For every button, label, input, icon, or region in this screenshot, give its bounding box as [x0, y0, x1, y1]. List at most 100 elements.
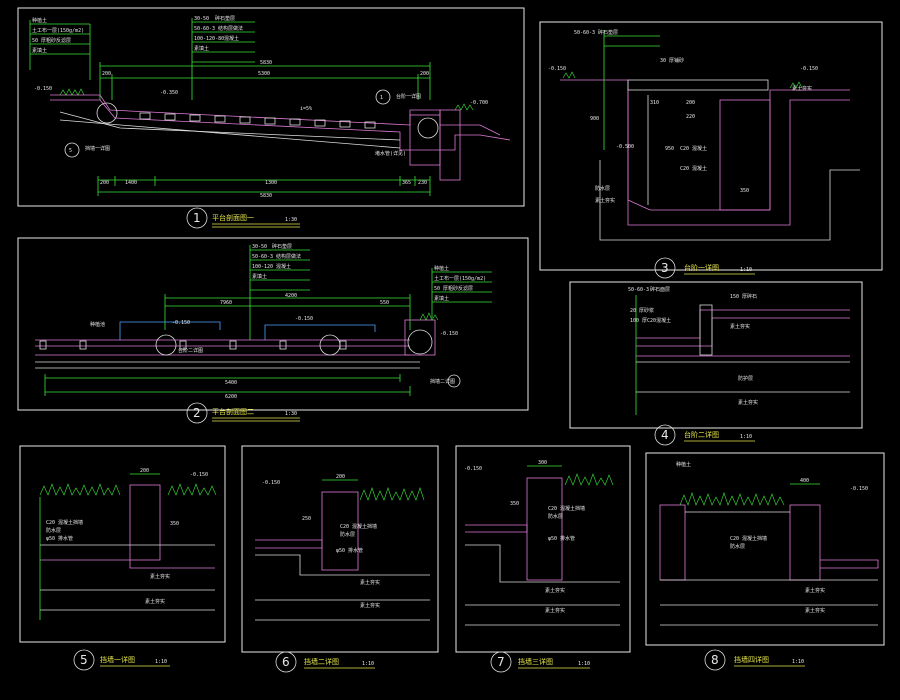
- p3-scale: 1:10: [740, 267, 752, 273]
- p2-marker-1: 挡墙二详图: [430, 378, 455, 385]
- p4-note-1: 碎石面层: [650, 286, 670, 293]
- p3-title-num: 3: [661, 261, 669, 275]
- p1-cnote-4: 100-120-80: [194, 36, 224, 42]
- p4-scale: 1:10: [740, 434, 752, 440]
- p1-bdim-0: 200: [100, 180, 109, 186]
- p1-cnote-2: 50-60-3: [194, 26, 215, 32]
- panel-3: 50-60-3 碎石垫层 30 厚铺砂 -0.150 -0.150 -0.500…: [539, 21, 883, 279]
- p3-elev-right: -0.150: [800, 66, 818, 72]
- p6-note-3: 素土夯实: [360, 579, 380, 586]
- p8-scale: 1:10: [792, 659, 804, 665]
- p8-note-2: 防水层: [730, 543, 745, 550]
- p4-note-4: 150 厚碎石: [730, 293, 757, 300]
- p8-elev: -0.150: [850, 486, 868, 492]
- p1-cnote-5: 混凝土: [224, 35, 239, 42]
- p4-title-num: 4: [661, 428, 669, 442]
- p7-dim-1: 350: [510, 501, 519, 507]
- p1-cnote-0: 30-50: [194, 16, 209, 22]
- p3-dim-2: 950: [665, 146, 674, 152]
- p2-cnote-1: 碎石垫层: [272, 243, 292, 250]
- p2-cnote-4: 100-120: [252, 264, 273, 270]
- p4-note-2: 20 厚砂浆: [630, 307, 654, 314]
- panel-2-section: 种植池 -0.150 -0.150 -0.150 台阶二详图 挡墙二详图: [35, 312, 461, 388]
- p8-note-3: 素土夯实: [805, 587, 825, 594]
- p1-cnote-3: 结构层做法: [218, 25, 243, 32]
- p1-dim-total: 5830: [260, 60, 272, 66]
- p1-bdim-3: 365: [402, 180, 411, 186]
- p1-cnote-6: 素填土: [194, 45, 209, 52]
- p7-note-4: 素土夯实: [545, 607, 565, 614]
- p7-elev: -0.150: [464, 466, 482, 472]
- p5-note-3: 素土夯实: [150, 573, 170, 580]
- panel-1: 种植土 土工布一层(150g/m2) 50 厚粗砂反滤层 素填土 30-50 碎…: [17, 7, 525, 229]
- p3-dim-4: 350: [740, 188, 749, 194]
- panel-2-dim-bottom: 5400 6200: [44, 374, 411, 400]
- p3-dim-5: 900: [590, 116, 599, 122]
- p5-note-4: 素土夯实: [145, 598, 165, 605]
- panel-6-frame: [241, 445, 439, 653]
- panel-4-section: [635, 295, 850, 415]
- p2-title: 平台剖面图二: [212, 407, 254, 416]
- p4-title: 台阶二详图: [684, 430, 719, 439]
- panel-3-title: 3 台阶一详图 1:10: [654, 257, 755, 279]
- p2-dim-c: 550: [380, 300, 389, 306]
- p4-note-5: 素土夯实: [730, 323, 750, 330]
- p3-dim-1: 200: [686, 100, 695, 106]
- p3-note-5: C20 混凝土: [680, 165, 707, 172]
- p3-elev-bottom: -0.500: [616, 144, 634, 150]
- p2-elev-c: -0.150: [440, 331, 458, 337]
- p1-bdim-1: 1400: [125, 180, 137, 186]
- p2-cnote-0: 30-50: [252, 244, 267, 250]
- p6-scale: 1:10: [362, 661, 374, 667]
- p7-note-0: C20 混凝土挡墙: [548, 505, 585, 512]
- p6-note-0: C20 混凝土挡墙: [340, 523, 377, 530]
- p2-cnote-2: 50-60-3: [252, 254, 273, 260]
- panel-8-title: 8 挡墙四详图 1:10: [704, 649, 805, 671]
- panel-1-center-notes: 30-50 碎石垫层 50-60-3 结构层做法 100-120-80 混凝土 …: [191, 15, 255, 100]
- p3-title: 台阶一详图: [684, 263, 719, 272]
- panel-8: 400 -0.150 种植土 C20 混凝土挡墙 防水层 素土夯实 素土夯实 8…: [645, 452, 885, 671]
- panel-1-dim-bottom: 200 1400 1300 365 230 5830: [97, 176, 431, 199]
- panel-7-title: 7 挡墙三详图 1:10: [490, 651, 590, 673]
- p7-title: 挡墙三详图: [518, 657, 553, 666]
- p4-note-6: 防护层: [738, 375, 753, 382]
- p7-title-num: 7: [497, 655, 505, 669]
- p2-rnote-3: 素填土: [434, 295, 449, 302]
- panel-2-title: 2 平台剖面图二 1:30: [186, 402, 300, 424]
- p2-marker-0: 台阶二详图: [178, 347, 203, 354]
- panel-5-title: 5 挡墙一详图 1:10: [73, 649, 170, 671]
- svg-text:5: 5: [69, 148, 72, 154]
- p6-elev: -0.150: [262, 480, 280, 486]
- p3-note-2: 30 厚铺砂: [660, 57, 684, 64]
- p7-note-1: 防水层: [548, 513, 563, 520]
- panel-3-notes: 50-60-3 碎石垫层 30 厚铺砂: [574, 29, 684, 150]
- p2-dim-b: 4200: [285, 293, 297, 299]
- panel-7: 300 350 -0.150 C20 混凝土挡墙 防水层 φ50 排水管 素土夯…: [455, 445, 631, 673]
- p1-cnote-1: 碎石垫层: [215, 15, 235, 22]
- p8-title-num: 8: [711, 653, 719, 667]
- panel-1-section: -0.150 -0.700 -0.350 i=5% 1 台阶一详图 5 挡墙一详…: [34, 86, 511, 181]
- panel-8-section: 400 -0.150 种植土 C20 混凝土挡墙 防水层 素土夯实 素土夯实: [659, 461, 879, 626]
- p1-marker-2: 堵水管(详见): [375, 150, 406, 157]
- p1-scale: 1:30: [285, 217, 297, 223]
- panel-5: 200 350 -0.150 C20 混凝土挡墙 防水层 φ50 排水管 素土夯…: [19, 445, 226, 671]
- p2-scale: 1:30: [285, 411, 297, 417]
- p5-note-2: φ50 排水管: [46, 535, 73, 542]
- p3-note-3: C20 混凝土: [680, 145, 707, 152]
- p3-elev-left: -0.150: [548, 66, 566, 72]
- p8-note-4: 素土夯实: [805, 607, 825, 614]
- p2-elev-a: -0.150: [172, 320, 190, 326]
- p2-rnote-1: 土工布一层(150g/m2): [434, 275, 486, 282]
- p5-note-1: 防水层: [46, 527, 61, 534]
- p7-note-3: 素土夯实: [545, 587, 565, 594]
- panel-2-center-notes: 30-50 碎石垫层 50-60-3 结构层做法 100-120 混凝土 素填土: [249, 243, 310, 340]
- p8-note-0: 种植土: [676, 461, 691, 468]
- panel-1-title: 1 平台剖面图一 1:30: [186, 207, 300, 229]
- p6-note-2: φ50 排水管: [336, 547, 363, 554]
- p1-dim-a: 200: [102, 71, 111, 77]
- p5-title: 挡墙一详图: [100, 655, 135, 664]
- p2-rnote-2: 50 厚粗砂反滤层: [434, 285, 473, 292]
- p6-dim-1: 250: [302, 516, 311, 522]
- p6-title: 挡墙二详图: [304, 657, 339, 666]
- p5-elev: -0.150: [190, 472, 208, 478]
